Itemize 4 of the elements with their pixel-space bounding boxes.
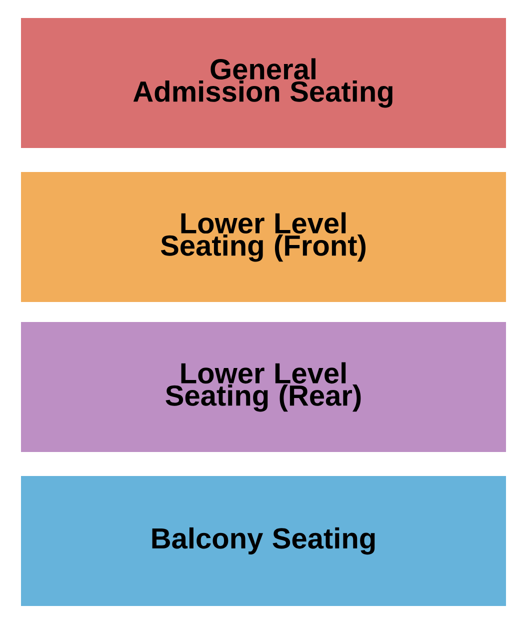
section-box: Lower Level Seating (Front) [21, 172, 506, 302]
section-box: Lower Level Seating (Rear) [21, 322, 506, 452]
section-box: Balcony Seating [21, 476, 506, 606]
section-box: General Admission Seating [21, 18, 506, 148]
